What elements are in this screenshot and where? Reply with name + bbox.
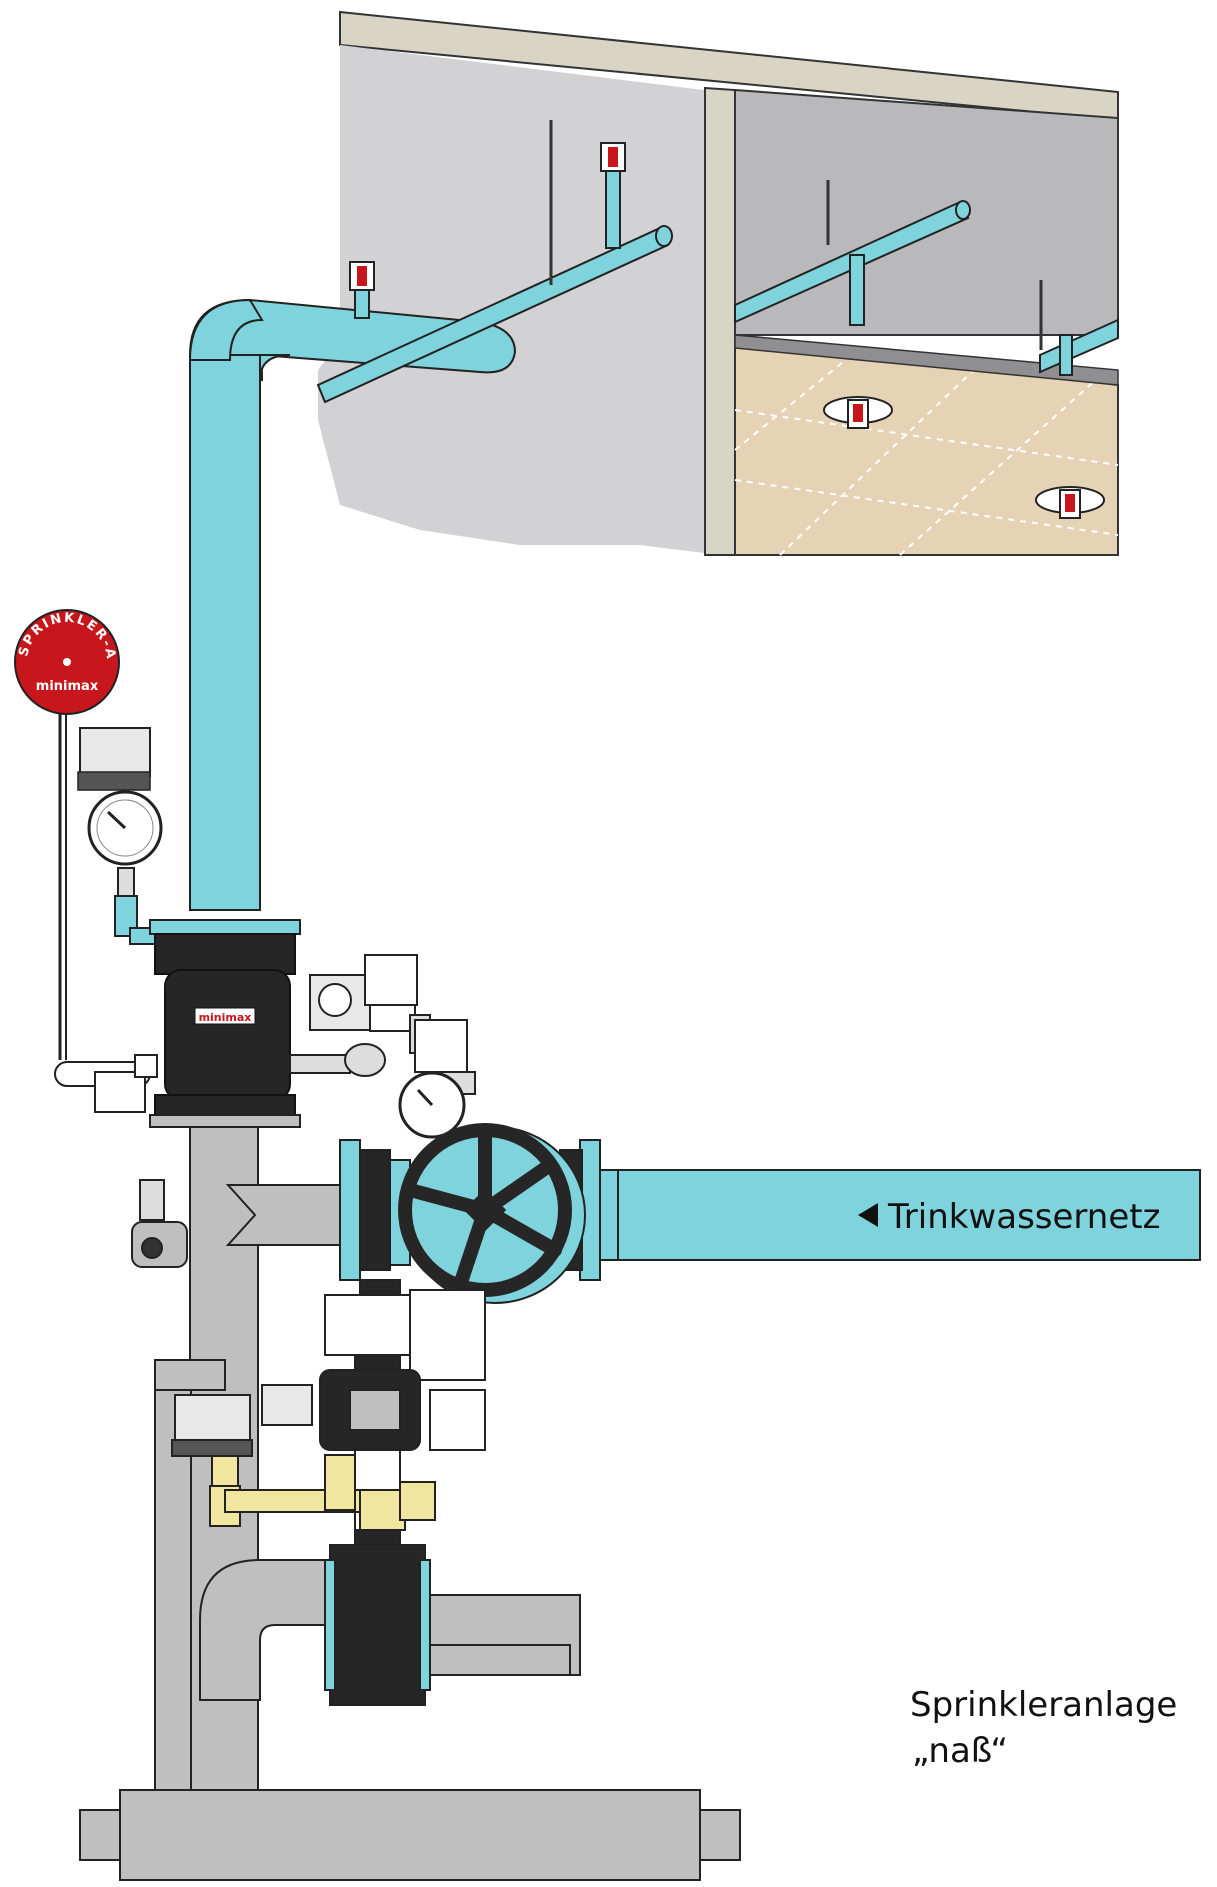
lower-valve-assembly <box>319 1279 486 1706</box>
gate-valve-handwheel <box>398 1123 586 1304</box>
sprinkler-head-ceiling-2 <box>1035 486 1105 519</box>
pipe-hangers <box>549 120 1043 350</box>
main-riser-pipe <box>188 298 291 911</box>
alarm-bell: SPRINKLER-ALARM minimax <box>0 0 120 1060</box>
alarm-bell-ring-text: SPRINKLER-ALARM <box>0 0 116 662</box>
pressure-switch-upper <box>77 727 151 791</box>
svg-text:SPRINKLER-ALARM: SPRINKLER-ALARM <box>0 0 118 662</box>
sprinkler-head-ceiling-1 <box>823 396 893 429</box>
valve-trim-right <box>289 954 476 1095</box>
supply-label: Trinkwassernetz <box>887 1197 1160 1237</box>
alarm-line-fittings <box>54 1054 158 1113</box>
alarm-bell-brand-text: minimax <box>36 679 99 694</box>
supply-pipe: Trinkwassernetz <box>599 1169 1201 1261</box>
brass-test-line <box>209 1454 436 1531</box>
ceiling-structure <box>318 10 1119 556</box>
valve-brand-plate: minimax <box>199 1011 252 1024</box>
caption: Sprinkleranlage „naß“ <box>910 1685 1177 1771</box>
flow-arrow-icon <box>858 1203 878 1227</box>
alarm-valve-body: minimax <box>149 919 301 1128</box>
sprinkler-head-top <box>600 142 626 172</box>
supply-riser-pipe <box>79 1126 741 1881</box>
pressure-gauge-lower <box>398 1071 466 1139</box>
pressure-switch-lower <box>171 1384 313 1457</box>
caption-line-1: Sprinkleranlage <box>910 1685 1177 1725</box>
sprinkler-head-left <box>349 261 375 291</box>
caption-line-2: „naß“ <box>912 1731 1008 1771</box>
riser-side-switch <box>131 1179 188 1268</box>
branch-pipes-right-room <box>734 200 1119 376</box>
